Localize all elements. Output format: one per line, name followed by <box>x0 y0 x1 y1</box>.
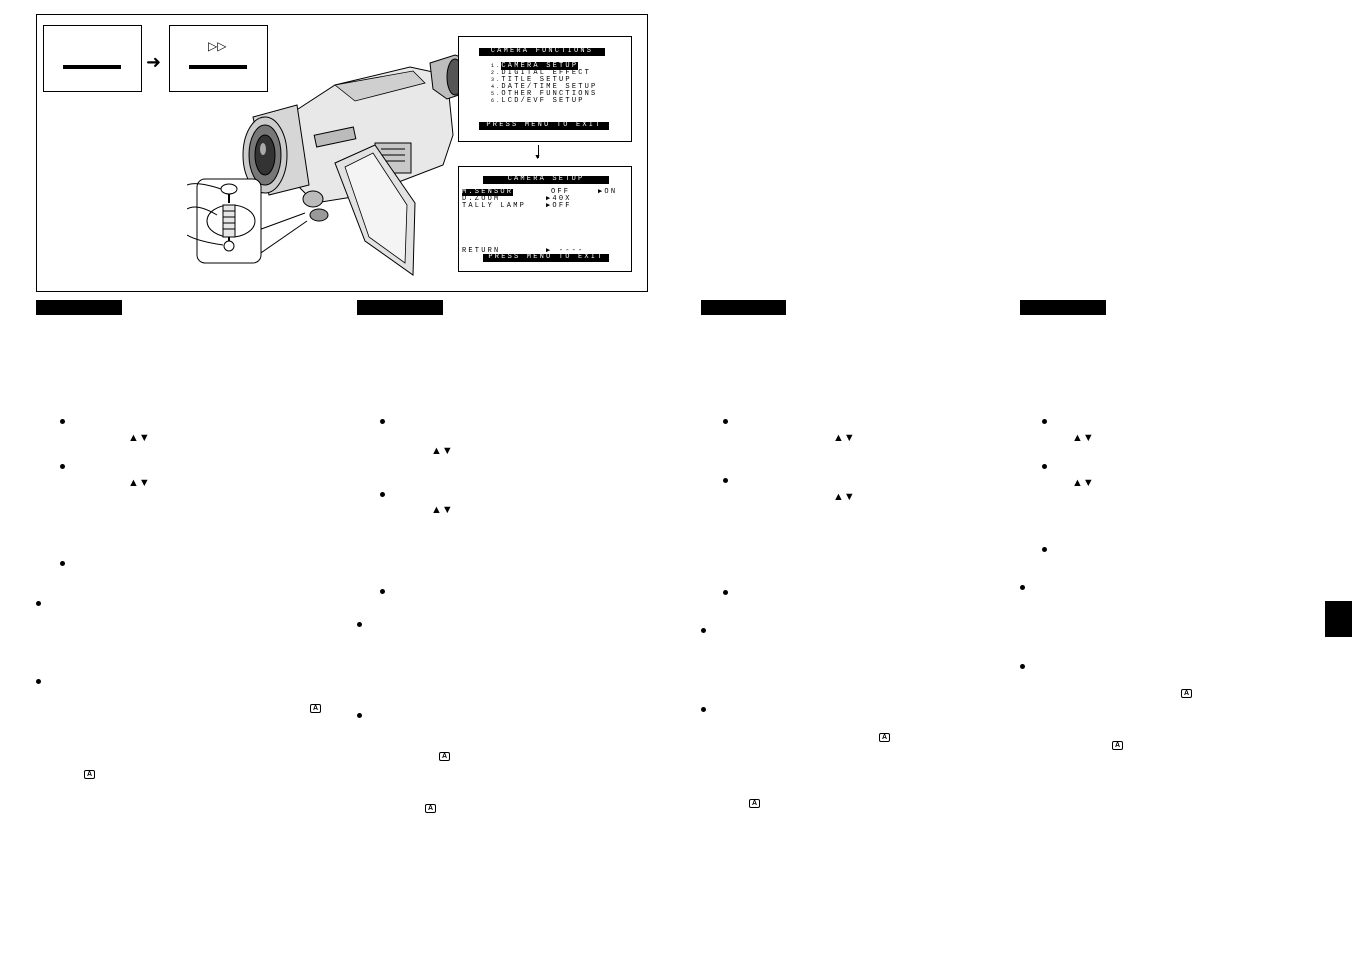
menu-item: 2.DIGITAL EFFECT <box>491 69 592 77</box>
up-down-arrows-icon: ▲▼ <box>431 445 453 457</box>
camcorder-drawing <box>242 54 465 276</box>
setup-row-label: D.ZOOM <box>462 195 501 203</box>
bullet <box>60 464 65 469</box>
up-down-arrows-icon: ▲▼ <box>431 504 453 516</box>
menu-item: 5.OTHER FUNCTIONS <box>491 90 598 98</box>
screen-bar <box>189 65 247 69</box>
bullet <box>357 622 362 627</box>
camera-illustration: ➜ ▷▷ <box>36 14 648 292</box>
fast-forward-icon: ▷▷ <box>208 39 227 53</box>
bullet <box>723 478 728 483</box>
menu-footer: PRESS MENU TO EXIT <box>483 254 609 262</box>
a-button-icon: A <box>1181 689 1192 698</box>
section-header-bar <box>1020 300 1106 315</box>
bullet <box>1020 664 1025 669</box>
menu-footer: PRESS MENU TO EXIT <box>479 122 609 130</box>
menu-item: 1.CAMERA SETUP <box>491 62 579 70</box>
section-header-bar <box>701 300 786 315</box>
setup-row-option: ▶40X <box>546 195 572 203</box>
camera-functions-menu: CAMERA FUNCTIONS 1.CAMERA SETUP 2.DIGITA… <box>458 36 632 142</box>
section-header-bar <box>357 300 443 315</box>
bullet <box>1042 547 1047 552</box>
up-down-arrows-icon: ▲▼ <box>833 432 855 444</box>
a-button-icon: A <box>1112 741 1123 750</box>
screen-before <box>43 25 142 92</box>
setup-row-label: TALLY LAMP <box>462 202 527 210</box>
bullet <box>380 492 385 497</box>
a-button-icon: A <box>310 704 321 713</box>
bullet <box>60 419 65 424</box>
menu-title: CAMERA FUNCTIONS <box>479 48 605 56</box>
setup-row-option: ▶ON <box>598 188 618 196</box>
bullet <box>380 589 385 594</box>
return-label: RETURN <box>462 247 501 255</box>
bullet <box>36 679 41 684</box>
section-header-bar <box>36 300 122 315</box>
arrow-right-icon: ➜ <box>146 52 162 72</box>
a-button-icon: A <box>425 804 436 813</box>
bullet <box>1020 585 1025 590</box>
arrow-down-icon: ▼ <box>534 154 541 161</box>
a-button-icon: A <box>439 752 450 761</box>
setup-row-option: ▶OFF <box>546 202 572 210</box>
page-thumb-tab <box>1325 601 1352 637</box>
bullet <box>1042 464 1047 469</box>
setup-row-option: OFF <box>551 188 571 196</box>
menu-item: 4.DATE/TIME SETUP <box>491 83 598 91</box>
bullet <box>723 419 728 424</box>
bullet <box>36 601 41 606</box>
bullet <box>1042 419 1047 424</box>
return-value: ▶ ---- <box>546 247 585 255</box>
screen-bar <box>63 65 121 69</box>
up-down-arrows-icon: ▲▼ <box>1072 477 1094 489</box>
a-button-icon: A <box>84 770 95 779</box>
bullet <box>357 713 362 718</box>
dial-callout <box>187 178 262 264</box>
up-down-arrows-icon: ▲▼ <box>1072 432 1094 444</box>
setup-row-label: M.SENSOR <box>462 188 514 196</box>
camera-setup-menu: CAMERA SETUP M.SENSOR OFF ▶ON D.ZOOM ▶40… <box>458 166 632 272</box>
menu-title: CAMERA SETUP <box>483 176 609 184</box>
bullet <box>701 707 706 712</box>
up-down-arrows-icon: ▲▼ <box>128 477 150 489</box>
bullet <box>701 628 706 633</box>
bullet <box>60 561 65 566</box>
up-down-arrows-icon: ▲▼ <box>128 432 150 444</box>
bullet <box>723 590 728 595</box>
a-button-icon: A <box>879 733 890 742</box>
menu-item: 6.LCD/EVF SETUP <box>491 97 585 105</box>
up-down-arrows-icon: ▲▼ <box>833 491 855 503</box>
screen-after: ▷▷ <box>169 25 268 92</box>
menu-connector-line <box>538 145 539 158</box>
a-button-icon: A <box>749 799 760 808</box>
bullet <box>380 419 385 424</box>
menu-item: 3.TITLE SETUP <box>491 76 572 84</box>
